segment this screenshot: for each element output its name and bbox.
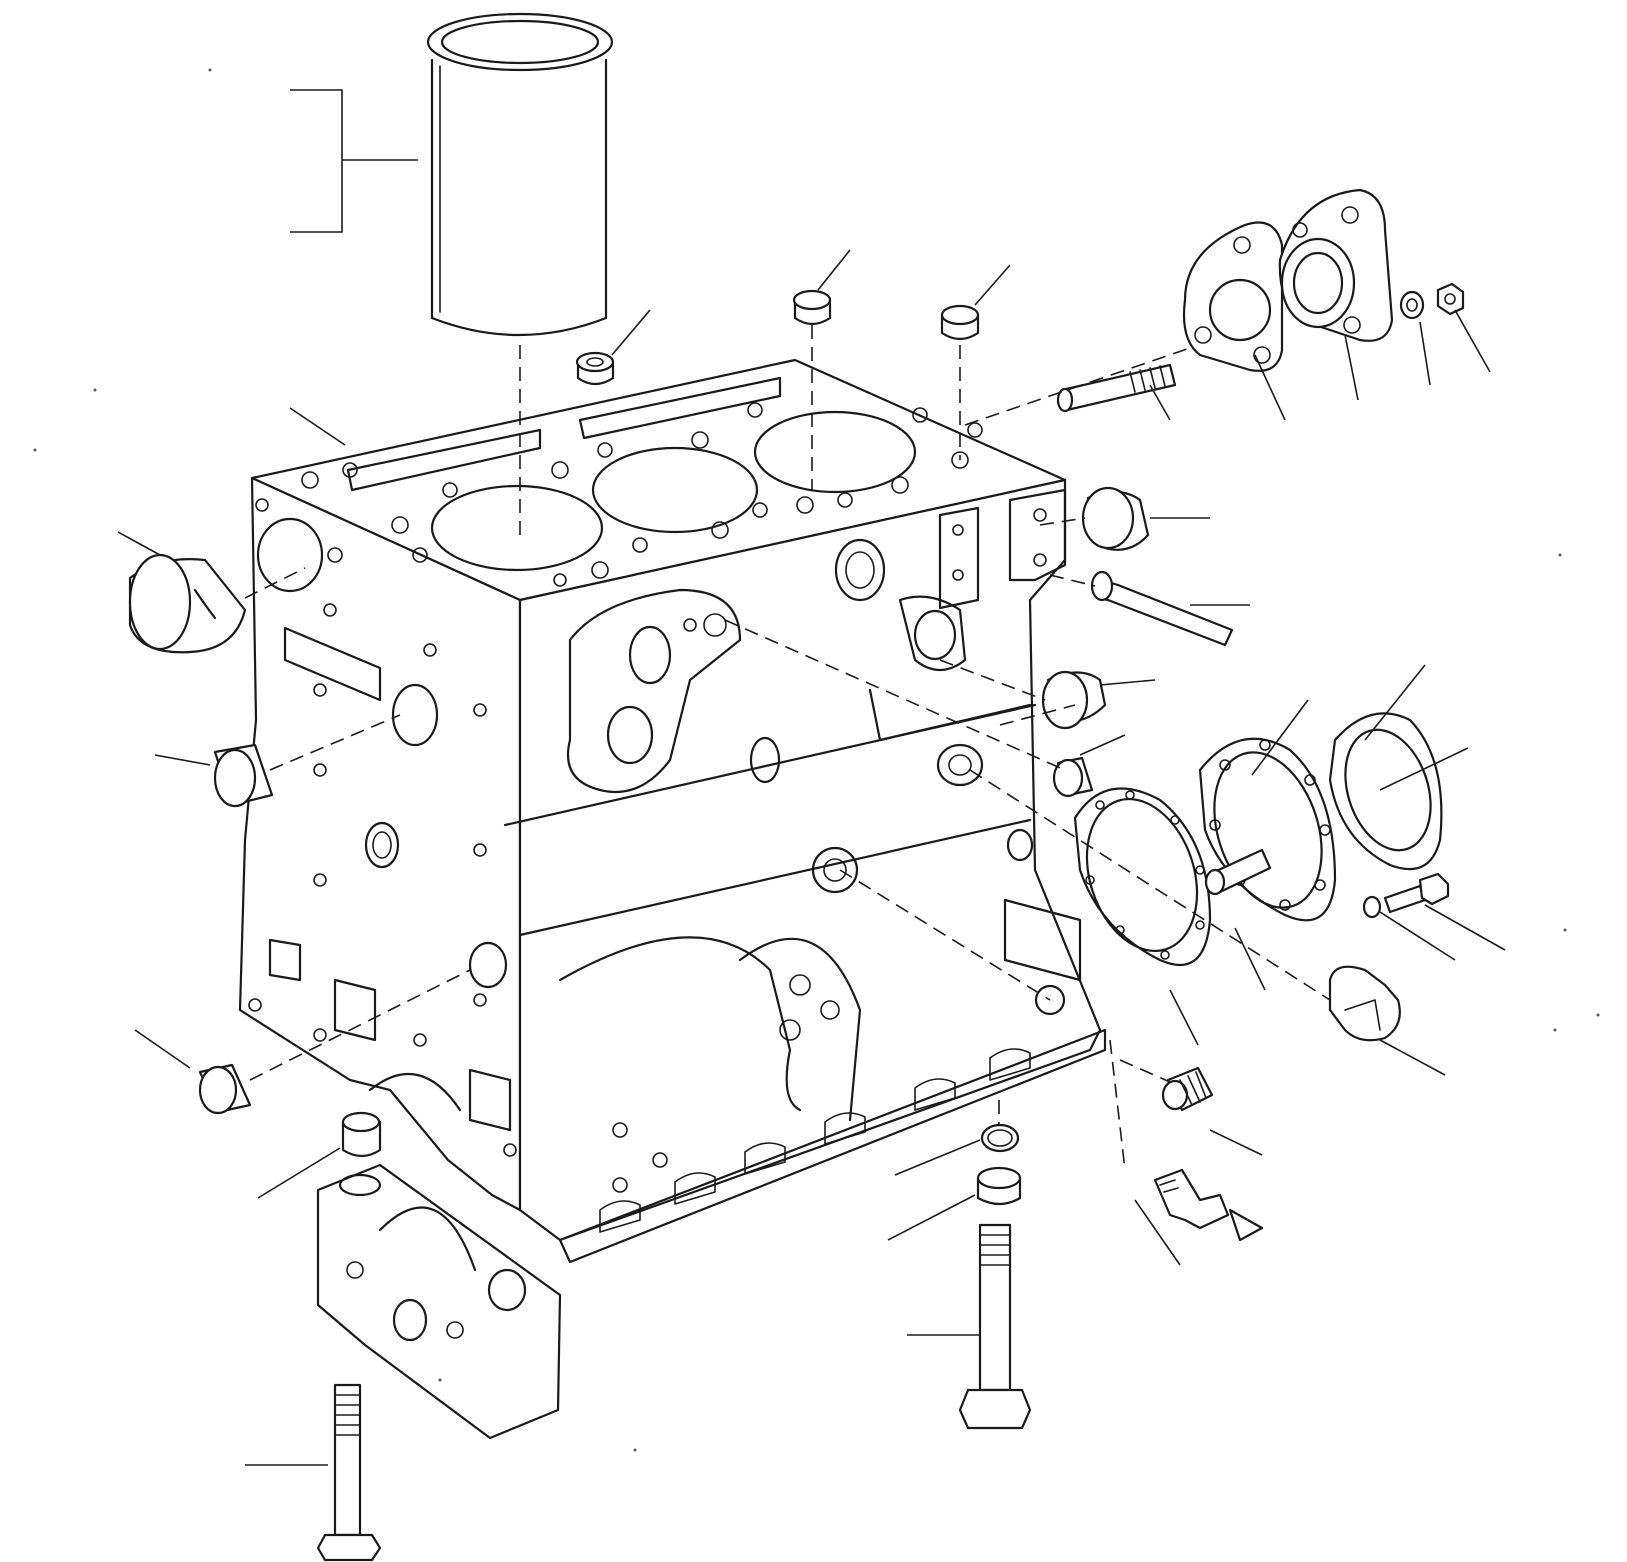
cam-bushing-large (128, 553, 247, 654)
assembly-lines (244, 325, 1331, 1171)
main-bearing-bolt-left (316, 1383, 382, 1562)
ring-spacer (976, 1166, 1022, 1206)
oil-pressure-sender (1153, 1168, 1264, 1242)
threaded-plug (1161, 1066, 1214, 1112)
sealing-washer (980, 1123, 1020, 1153)
dowel-ring (575, 351, 615, 386)
engine-block (238, 358, 1107, 1264)
main-bearing-bolt-right (958, 1223, 1032, 1430)
stud-top (1056, 363, 1177, 413)
cam-bushing-low (198, 1063, 252, 1115)
leader-lines (117, 249, 1506, 1466)
liner-bracket-leader (290, 89, 418, 233)
scan-specks (33, 68, 1600, 1452)
rear-gasket (1073, 787, 1212, 966)
stud-right (1090, 570, 1234, 647)
flange-housing (1278, 188, 1394, 342)
main-bearing-cap (316, 1163, 562, 1440)
expansion-plug-right (1081, 486, 1150, 551)
dowel-sleeve (341, 1111, 382, 1158)
lock-washer (1399, 290, 1425, 320)
rear-oil-seal (1328, 712, 1443, 871)
cylinder-liner (426, 12, 614, 337)
rear-cover-plate (1198, 737, 1337, 922)
core-plug-top-2 (940, 304, 980, 341)
hex-nut (1436, 282, 1465, 316)
bushing-right-small (1052, 756, 1094, 798)
bushing-right-mid (1041, 670, 1107, 730)
core-plug-top-1 (792, 289, 832, 326)
flange-gasket (1182, 221, 1284, 372)
small-bolt (1362, 872, 1450, 919)
cam-bushing-mid (213, 743, 274, 808)
drain-plug (1328, 965, 1401, 1042)
